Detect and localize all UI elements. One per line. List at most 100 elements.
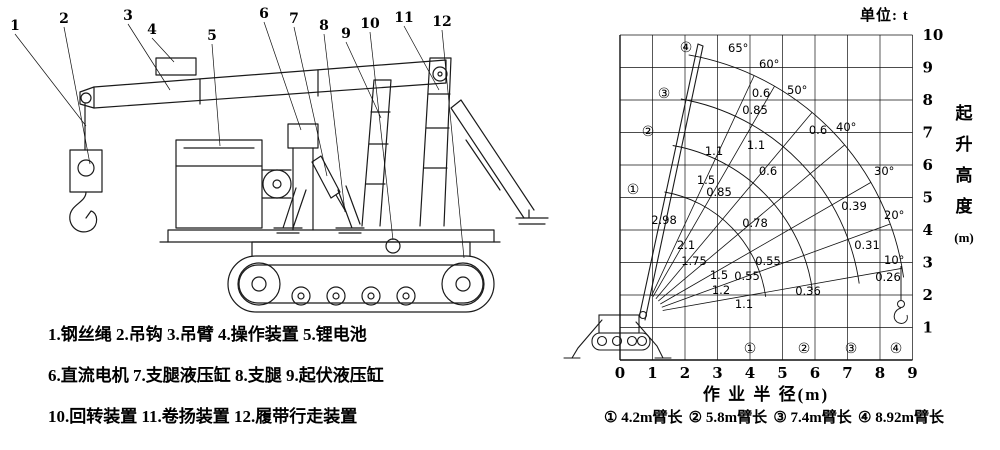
dc-motor [287, 123, 319, 231]
capacity-value: 0.55 [734, 269, 760, 283]
x-tick-label: 1 [647, 364, 657, 382]
y-tick-label: 5 [923, 189, 933, 207]
capacity-value: 0.6 [752, 86, 770, 100]
y-tick-label: 3 [923, 254, 933, 272]
capacity-value: 1.1 [747, 138, 765, 152]
y-tick-label: 2 [923, 286, 933, 304]
x-tick-label: 0 [615, 364, 625, 382]
part-number: 11 [394, 10, 413, 26]
part-number: 5 [207, 28, 217, 44]
y-tick-label: 7 [923, 124, 933, 142]
x-tick-label: 4 [745, 364, 755, 382]
x-tick-label: 9 [907, 364, 917, 382]
y-axis-label-char: 起 [955, 104, 973, 123]
winch-mast [419, 57, 452, 227]
chart-boom-line [638, 43, 704, 321]
y-axis-label: 起升高度(m) [946, 98, 982, 253]
callout-leader [63, 26, 91, 165]
capacity-value: 0.78 [742, 216, 768, 230]
angle-line [661, 223, 891, 308]
boom-marker: ② [642, 124, 655, 140]
angle-label: 65° [728, 41, 748, 55]
y-axis-label-char: 度 [955, 197, 973, 216]
x-tick-label: 2 [680, 364, 690, 382]
boom-length-arc [680, 98, 860, 284]
y-tick-label: 10 [923, 26, 944, 44]
chart-crane-silhouette [563, 43, 704, 359]
legend-line-3: 10.回转装置 11.卷扬装置 12.履带行走装置 [48, 407, 358, 426]
callout-leader [151, 37, 175, 63]
part-number: 8 [319, 18, 329, 34]
angle-label: 50° [787, 83, 807, 97]
radius-marker: ④ [890, 341, 903, 357]
capacity-value: 0.85 [706, 185, 732, 199]
callout-leader [14, 33, 87, 127]
angle-line [662, 267, 903, 311]
callout-leader [293, 26, 328, 177]
control-panel [155, 57, 197, 76]
boom-marker: ① [627, 182, 640, 198]
capacity-value: 0.55 [755, 254, 781, 268]
callout-leader [441, 29, 465, 259]
capacity-value: 1.1 [735, 297, 753, 311]
angle-labels: 65°60°50°40°30°20°10° [728, 41, 904, 267]
x-tick-label: 3 [712, 364, 722, 382]
legend-line-1: 1.钢丝绳 2.吊钩 3.吊臂 4.操作装置 5.锂电池 [48, 325, 367, 344]
boom-length-arc [688, 54, 905, 278]
capacity-value: 1.5 [710, 268, 728, 282]
callout-leader [403, 25, 440, 91]
capacity-value: 0.26 [875, 270, 901, 284]
boom-marker: ③ [658, 86, 671, 102]
battery-box [175, 139, 292, 229]
radius-marker: ① [744, 341, 757, 357]
angle-label: 20° [884, 208, 904, 222]
angle-line [651, 75, 755, 297]
capacity-value: 0.36 [795, 284, 821, 298]
capacity-value: 1.75 [681, 254, 707, 268]
x-tick-label: 5 [777, 364, 787, 382]
part-number: 4 [147, 22, 157, 38]
y-tick-label: 4 [923, 221, 933, 239]
chart-hook-icon [893, 266, 908, 324]
capacity-value: 2.1 [677, 238, 695, 252]
y-axis-label-char: 高 [955, 166, 973, 185]
capacity-value: 0.6 [809, 123, 827, 137]
parts-legend: 1.钢丝绳 2.吊钩 3.吊臂 4.操作装置 5.锂电池 6.直流电机 7.支腿… [48, 314, 384, 437]
legend-line-2: 6.直流电机 7.支腿液压缸 8.支腿 9.起伏液压缸 [48, 366, 384, 385]
boom-length-arc [664, 191, 767, 297]
part-number: 9 [341, 26, 351, 42]
boom [79, 57, 447, 109]
capacity-value: 1.1 [705, 144, 723, 158]
capacity-value: 1.2 [712, 283, 730, 297]
angle-line [655, 112, 813, 299]
angle-line [658, 144, 845, 302]
slewing-ring [385, 238, 401, 254]
outrigger-cylinder [311, 155, 347, 213]
chart-grid [619, 34, 913, 361]
callout-leader [127, 23, 171, 91]
crawler-track [227, 255, 495, 313]
part-number: 12 [432, 14, 451, 30]
y-axis-label-char: (m) [954, 230, 974, 245]
capacity-value: 0.39 [841, 199, 867, 213]
angle-line [652, 85, 775, 297]
part-number: 10 [360, 16, 380, 32]
angle-label: 40° [836, 120, 856, 134]
callout-leader [323, 33, 346, 213]
hook-icon [69, 191, 98, 233]
x-tick-label: 8 [875, 364, 885, 382]
hook-assembly [69, 103, 103, 233]
y-tick-label: 9 [923, 59, 933, 77]
chassis-deck [159, 229, 501, 257]
part-number: 1 [10, 18, 20, 34]
callout-leader [263, 21, 302, 131]
part-number: 7 [289, 11, 299, 27]
